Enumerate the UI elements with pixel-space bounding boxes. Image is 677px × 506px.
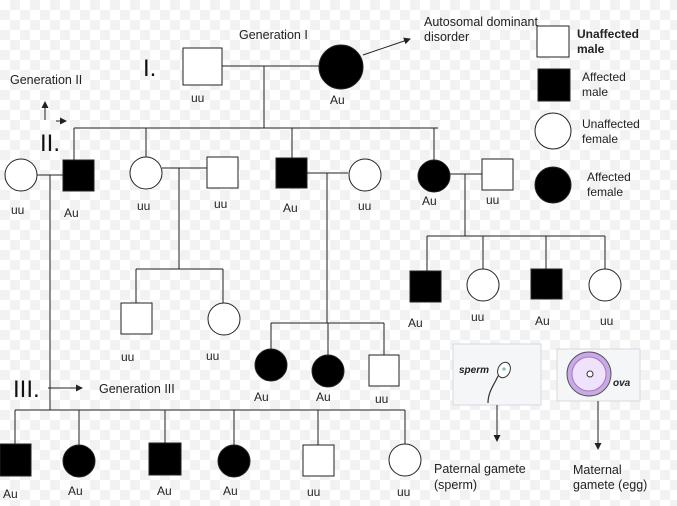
- legend-unaffected-male-icon: [536, 25, 570, 58]
- legend: [534, 25, 572, 204]
- legend-unaffected-female-label: Unaffected female: [582, 117, 640, 146]
- genotype-label: uu: [486, 193, 500, 207]
- genotype-label: Au: [223, 484, 238, 498]
- generation-1: [182, 37, 411, 128]
- genotype-label: Au: [3, 487, 18, 501]
- unaffected-male: [481, 158, 514, 191]
- disorder-label: Autosomal dominant disorder: [424, 15, 538, 44]
- affected-male: [409, 270, 442, 303]
- affected-male: [148, 442, 182, 476]
- unaffected-male: [368, 354, 400, 387]
- gametes: [452, 343, 641, 450]
- genotype-label: Au: [64, 206, 79, 220]
- unaffected-female: [207, 302, 241, 336]
- genotype-label: Au: [422, 194, 437, 208]
- genotype-label: Au: [316, 390, 331, 404]
- genotype-label: uu: [214, 197, 228, 211]
- legend-affected-male-icon: [537, 68, 571, 102]
- generation-2-label: Generation II: [10, 73, 83, 87]
- unaffected-male: [120, 302, 153, 335]
- unaffected-female: [4, 158, 38, 192]
- genotype-label: uu: [307, 485, 321, 499]
- unaffected-male: [206, 156, 239, 189]
- genotype-label: uu: [11, 203, 25, 217]
- sperm-nucleus: [502, 367, 506, 371]
- genotype-label: Au: [254, 390, 269, 404]
- unaffected-female: [129, 156, 163, 190]
- legend-affected-male-label: Affected male: [582, 70, 626, 99]
- maternal-gamete-label: Maternal gamete (egg): [573, 463, 648, 492]
- affected-male: [62, 159, 95, 192]
- generation-2: [4, 101, 514, 410]
- genotype-label: uu: [471, 310, 485, 324]
- roman-gen-1: I.: [143, 55, 157, 82]
- affected-female: [254, 348, 288, 382]
- legend-affected-female-icon: [534, 166, 572, 204]
- genotype-label: uu: [137, 199, 151, 213]
- sperm-word: sperm: [459, 365, 490, 376]
- affected-female: [62, 444, 96, 478]
- affected-male: [0, 443, 32, 477]
- genotype-label: Au: [283, 201, 298, 215]
- genotype-label: uu: [358, 199, 372, 213]
- genotype-label: uu: [121, 350, 135, 364]
- legend-affected-female-label: Affected female: [587, 170, 631, 199]
- unaffected-male: [302, 444, 335, 477]
- genotype-label: uu: [206, 349, 220, 363]
- children-couple-4: [409, 235, 622, 303]
- genotype-label: uu: [375, 392, 389, 406]
- genotype-label: Au: [408, 316, 423, 330]
- affected-female: [311, 354, 345, 388]
- generation-3-label: Generation III: [99, 382, 175, 396]
- generation-3: [0, 384, 422, 478]
- genotype-label: Au: [157, 484, 172, 498]
- unaffected-female: [466, 268, 500, 302]
- disorder-arrow: [362, 37, 411, 56]
- genotype-label: uu: [397, 485, 411, 499]
- generation-1-label: Generation I: [239, 28, 308, 42]
- sperm-image: [452, 343, 542, 406]
- ova-nucleus: [586, 370, 594, 378]
- legend-unaffected-female-icon: [534, 112, 572, 150]
- unaffected-male: [182, 47, 223, 86]
- affected-female: [417, 159, 451, 193]
- genotype-label: uu: [191, 91, 205, 105]
- children-couple-3: [254, 322, 400, 388]
- legend-unaffected-male-label: Unaffected male: [577, 27, 640, 56]
- genotype-label: uu: [600, 314, 614, 328]
- children-couple-2: [120, 268, 241, 336]
- genotype-label: Au: [68, 484, 83, 498]
- affected-female: [318, 44, 364, 90]
- paternal-gamete-label: Paternal gamete (sperm): [434, 462, 526, 492]
- unaffected-female: [388, 443, 422, 477]
- affected-female: [217, 444, 251, 478]
- roman-gen-3: III.: [13, 376, 40, 403]
- unaffected-female: [588, 268, 622, 302]
- affected-male: [530, 268, 563, 300]
- genotype-label: Au: [330, 93, 345, 107]
- unaffected-female: [348, 158, 382, 192]
- affected-male: [275, 157, 308, 189]
- roman-gen-2: II.: [40, 130, 61, 157]
- ova-word: ova: [613, 378, 631, 389]
- genotype-label: Au: [535, 314, 550, 328]
